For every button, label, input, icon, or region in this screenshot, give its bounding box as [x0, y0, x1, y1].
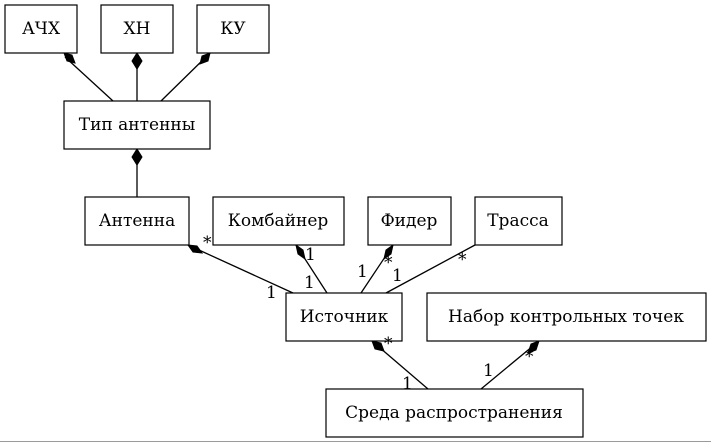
composition-diamond-combiner	[295, 243, 306, 261]
edge-route-source	[385, 244, 476, 294]
multiplicity-checkpoints-env-one: 1	[483, 361, 494, 381]
class-label-route: Трасса	[487, 211, 549, 231]
multiplicity-checkpoints-star: *	[525, 347, 534, 367]
class-label-checkpoints: Набор контрольных точек	[448, 307, 684, 327]
class-box-antenna-type: Тип антенны	[63, 100, 211, 150]
edge-antenna-type-antenna	[131, 148, 143, 197]
class-box-route: Трасса	[474, 196, 563, 246]
edge-achh-antenna-type	[63, 52, 114, 102]
multiplicity-antenna-source-one: 1	[266, 283, 277, 303]
multiplicity-antenna-star: *	[203, 233, 212, 253]
class-box-khn: ХН	[100, 4, 174, 54]
composition-diamond-antenna-type	[131, 148, 143, 166]
composition-diamond-feeder	[383, 243, 394, 261]
edge-khn-antenna-type	[131, 52, 143, 101]
multiplicity-source-env-one: 1	[402, 374, 413, 394]
class-label-ku: КУ	[220, 19, 246, 39]
multiplicity-source-star: *	[384, 334, 393, 354]
edge-ku-antenna-type	[160, 52, 211, 102]
multiplicity-feeder-star: *	[384, 253, 393, 273]
composition-diamond-ku	[199, 52, 211, 65]
class-box-source: Источник	[285, 292, 403, 342]
composition-diamond-achh	[63, 52, 76, 64]
edge-checkpoints-environment	[480, 340, 540, 390]
composition-diamond-antenna	[186, 244, 204, 254]
composition-diamond-source	[371, 340, 385, 352]
composition-diamond-khn	[131, 52, 143, 70]
class-label-antenna: Антенна	[99, 211, 175, 231]
multiplicity-feeder-one: 1	[357, 262, 368, 282]
class-label-environment: Среда распространения	[345, 403, 563, 423]
class-label-source: Источник	[300, 307, 389, 327]
composition-diamond-checkpoints	[527, 340, 540, 354]
multiplicity-route-star: *	[458, 250, 467, 270]
multiplicity-combiner-source-one: 1	[304, 273, 315, 293]
class-label-achh: АЧХ	[22, 19, 61, 39]
class-label-feeder: Фидер	[381, 211, 438, 231]
edge-feeder-source	[360, 243, 394, 294]
class-box-checkpoints: Набор контрольных точек	[426, 292, 707, 342]
class-label-combiner: Комбайнер	[228, 211, 329, 231]
class-box-achh: АЧХ	[4, 4, 78, 54]
class-box-combiner: Комбайнер	[212, 196, 345, 246]
class-box-feeder: Фидер	[367, 196, 452, 246]
multiplicity-feeder-source-one: 1	[392, 266, 403, 286]
class-box-antenna: Антенна	[84, 196, 190, 246]
edge-antenna-source	[186, 244, 294, 294]
class-box-ku: КУ	[196, 4, 270, 54]
multiplicity-combiner-one: 1	[305, 245, 316, 265]
class-box-environment: Среда распространения	[325, 388, 584, 438]
edge-source-environment	[371, 340, 429, 390]
class-label-khn: ХН	[124, 19, 151, 39]
class-label-antenna-type: Тип антенны	[79, 115, 196, 135]
edge-combiner-source	[295, 243, 328, 294]
